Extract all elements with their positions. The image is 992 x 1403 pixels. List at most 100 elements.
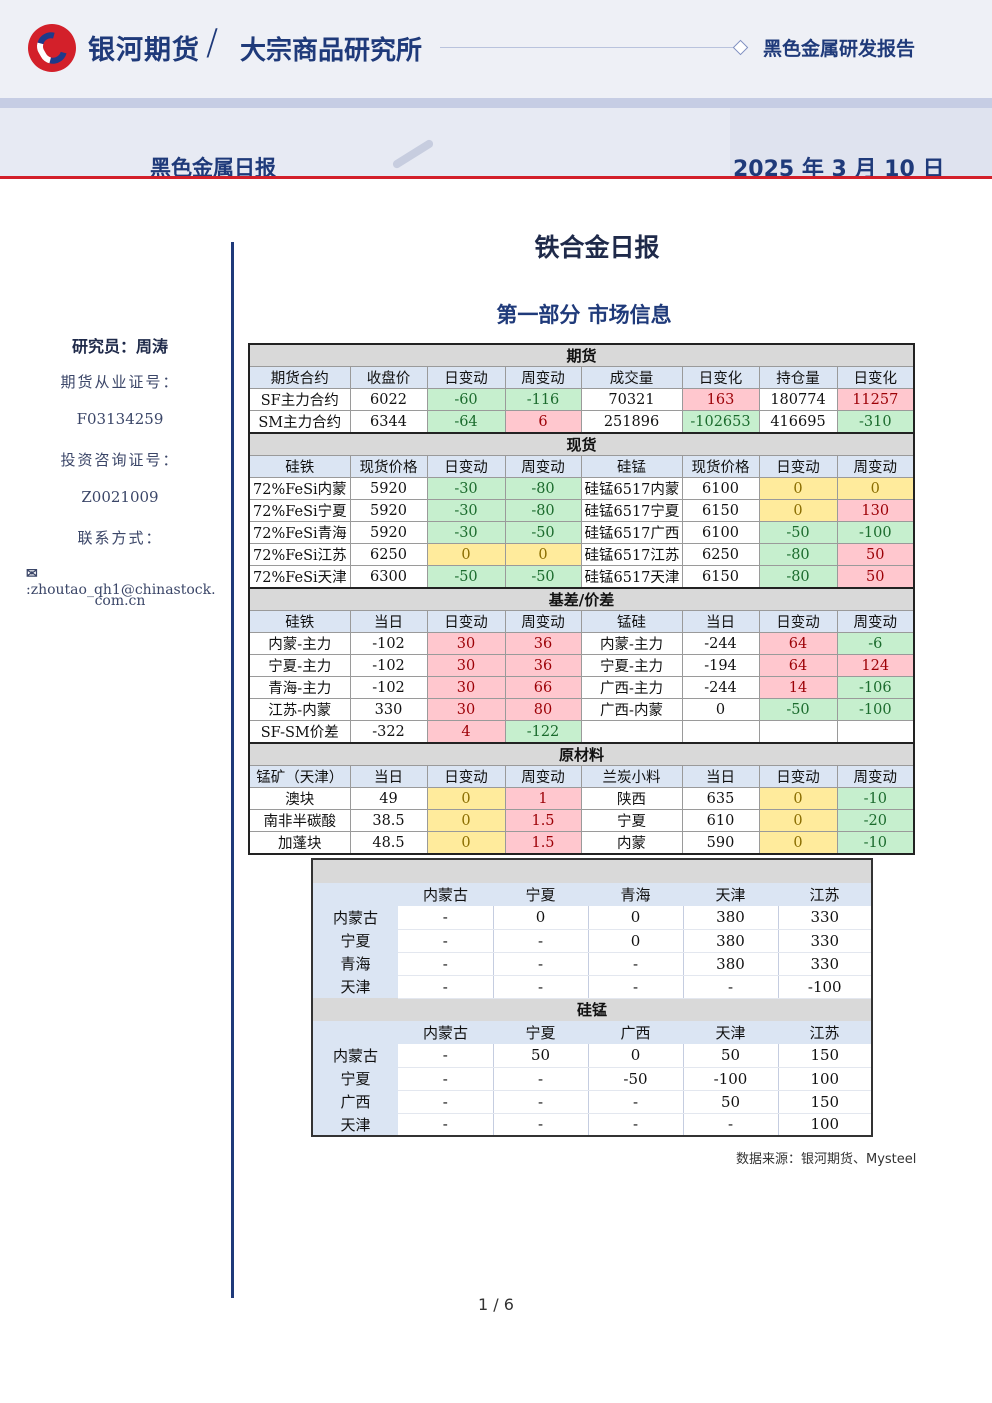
table-cell: -50 xyxy=(504,565,582,589)
column-header: 日变动 xyxy=(426,455,506,478)
spread-cell: -50 xyxy=(588,1067,684,1091)
spread-column-header: 江苏 xyxy=(778,883,873,906)
table-cell: 硅锰6517广西 xyxy=(580,521,683,544)
table-cell: SF-SM价差 xyxy=(248,720,351,744)
table-cell xyxy=(580,720,683,744)
table-cell: 硅锰6517江苏 xyxy=(580,543,683,566)
table-cell: 50 xyxy=(836,565,915,589)
column-header: 当日 xyxy=(349,610,428,633)
table-cell: -50 xyxy=(426,565,506,589)
table-cell: -80 xyxy=(758,565,838,589)
spread-cell: 100 xyxy=(778,1067,873,1091)
column-header: 锰硅 xyxy=(580,610,683,633)
spread-cell: - xyxy=(588,1090,684,1114)
spread-column-header: 江苏 xyxy=(778,1021,873,1044)
spread-cell: - xyxy=(398,1090,494,1114)
table-cell: -80 xyxy=(758,543,838,566)
spread-column-header: 青海 xyxy=(588,883,683,906)
page-title: 铁合金日报 xyxy=(534,233,660,262)
column-header: 成交量 xyxy=(580,366,683,389)
table-cell: -50 xyxy=(504,521,582,544)
table-cell: 64 xyxy=(758,632,838,655)
table-cell: 5920 xyxy=(349,499,428,522)
column-header: 日变化 xyxy=(681,366,760,389)
brand-name: 银河期货 xyxy=(88,35,200,66)
column-header: 周变动 xyxy=(504,610,582,633)
column-header: 现货价格 xyxy=(349,455,428,478)
table-cell: -102 xyxy=(349,632,428,655)
spread-cell: 0 xyxy=(588,906,684,930)
column-header: 日变化 xyxy=(836,366,915,389)
table-cell: 72%FeSi青海 xyxy=(248,521,351,544)
table-cell: 5920 xyxy=(349,477,428,500)
table-cell: 30 xyxy=(426,698,506,721)
page-number: 1 / 6 xyxy=(478,1295,514,1314)
table-cell: 72%FeSi天津 xyxy=(248,565,351,589)
section-label: 原材料 xyxy=(249,742,915,766)
column-header-row: 硅铁当日日变动周变动锰硅当日日变动周变动 xyxy=(248,610,915,633)
section-label: 现货 xyxy=(249,432,915,456)
table-cell: 5920 xyxy=(349,521,428,544)
spread-cell: - xyxy=(683,975,779,999)
table-cell: 0 xyxy=(758,499,838,522)
spread-cell: 150 xyxy=(778,1044,873,1068)
spread-row-label: 宁夏 xyxy=(312,1067,398,1090)
spread-row: 天津----100 xyxy=(312,1113,873,1137)
spread-row-label: 内蒙古 xyxy=(312,906,398,929)
table-cell: 南非半碳酸 xyxy=(248,809,351,832)
table-cell: 青海-主力 xyxy=(248,676,351,699)
column-header: 日变动 xyxy=(758,765,838,788)
spread-section-label: 硅锰 xyxy=(312,998,873,1021)
spread-cell: 380 xyxy=(683,929,779,953)
table-cell: 72%FeSi宁夏 xyxy=(248,499,351,522)
column-header: 兰炭小料 xyxy=(580,765,683,788)
spread-cell: 380 xyxy=(683,952,779,976)
table-cell: -244 xyxy=(681,632,760,655)
table-cell: -10 xyxy=(836,831,915,855)
table-cell: -20 xyxy=(836,809,915,832)
column-header: 日变动 xyxy=(426,366,506,389)
spread-cell: - xyxy=(493,1113,589,1137)
table-cell: -30 xyxy=(426,477,506,500)
spread-cell: -100 xyxy=(683,1067,779,1091)
table-cell: 610 xyxy=(681,809,760,832)
table-cell: 硅锰6517天津 xyxy=(580,565,683,589)
table-cell: SF主力合约 xyxy=(248,388,351,411)
table-cell: 590 xyxy=(681,831,760,855)
table-cell: 30 xyxy=(426,676,506,699)
table-cell: 38.5 xyxy=(349,809,428,832)
table-cell: 14 xyxy=(758,676,838,699)
spread-blank-row xyxy=(312,859,873,883)
table-cell: 416695 xyxy=(758,410,838,434)
table-cell: 1.5 xyxy=(504,809,582,832)
table-cell: -30 xyxy=(426,521,506,544)
galaxy-logo-icon xyxy=(28,24,76,72)
spread-corner xyxy=(312,1021,398,1044)
table-cell: 0 xyxy=(426,787,506,810)
table-cell: -50 xyxy=(758,698,838,721)
spread-cell: 50 xyxy=(683,1044,779,1068)
spread-cell: - xyxy=(588,975,684,999)
table-cell: 70321 xyxy=(580,388,683,411)
table-cell: 内蒙 xyxy=(580,831,683,855)
email-line[interactable]: ✉:zhoutao_qh1@chinastock. xyxy=(26,566,226,598)
table-cell xyxy=(836,720,915,744)
table-cell: 硅锰6517内蒙 xyxy=(580,477,683,500)
spread-cell: - xyxy=(398,906,494,930)
spread-blank-cell xyxy=(312,859,873,883)
spread-row-label: 内蒙古 xyxy=(312,1044,398,1067)
table-cell: 80 xyxy=(504,698,582,721)
table-cell: -122 xyxy=(504,720,582,744)
table-cell: 0 xyxy=(758,477,838,500)
spread-cell: 50 xyxy=(493,1044,589,1068)
table-cell: -6 xyxy=(836,632,915,655)
spread-cell: - xyxy=(493,952,589,976)
column-header: 收盘价 xyxy=(349,366,428,389)
table-cell: 64 xyxy=(758,654,838,677)
table-cell: 0 xyxy=(758,831,838,855)
